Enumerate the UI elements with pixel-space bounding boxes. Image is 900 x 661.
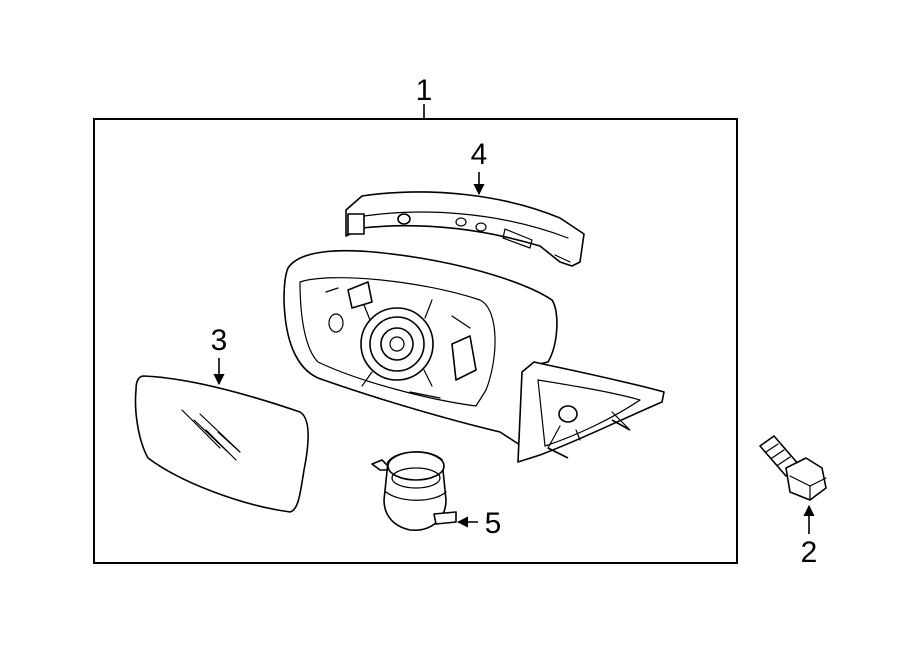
assembly-frame — [93, 104, 738, 564]
callout-5: 5 — [485, 507, 502, 540]
callout-2: 2 — [801, 536, 818, 569]
callout-4: 4 — [471, 138, 488, 171]
callout-3: 3 — [211, 324, 228, 357]
mirror-glass-icon — [134, 375, 309, 513]
cover-trim-icon — [345, 191, 585, 267]
motor-icon — [371, 451, 457, 531]
bolt-icon — [759, 435, 827, 501]
callout-1: 1 — [416, 74, 433, 107]
mirror-assembly-icon — [283, 249, 665, 463]
